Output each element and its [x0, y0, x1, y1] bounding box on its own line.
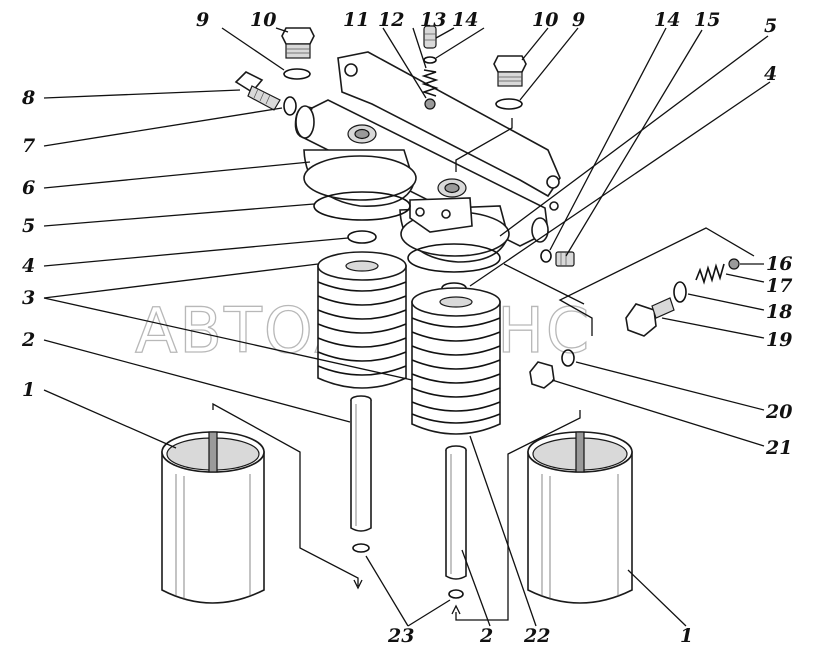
bypass-spring — [695, 263, 725, 285]
callout-7: 7 — [22, 135, 35, 157]
callout-21: 21 — [765, 437, 792, 459]
gasket-20 — [561, 349, 575, 367]
seal-ring-23-left — [352, 543, 370, 553]
valve-spring — [421, 69, 439, 97]
washer-9-right — [495, 98, 523, 110]
callout-23: 23 — [387, 625, 414, 647]
drain-plug-right — [493, 55, 527, 87]
callout-15: 15 — [694, 9, 720, 31]
callout-1-left: 1 — [22, 379, 35, 401]
callout-2-left: 2 — [21, 329, 35, 351]
callout-20: 20 — [765, 401, 792, 423]
filter-element-right — [411, 287, 501, 435]
seal-ring-14 — [540, 249, 552, 263]
callout-4-left: 4 — [22, 255, 35, 277]
adjusting-screw — [423, 25, 437, 49]
plug-19 — [625, 297, 675, 337]
callout-19: 19 — [766, 329, 792, 351]
center-tube-right — [445, 445, 467, 580]
callout-3: 3 — [22, 287, 35, 309]
callout-9-right: 9 — [572, 9, 585, 31]
union-bolt — [234, 71, 281, 111]
valve-ball — [424, 98, 436, 110]
callout-labels: 9 10 11 12 13 14 10 9 14 15 5 4 8 7 6 5 … — [21, 9, 792, 647]
leader-lines — [43, 27, 771, 627]
plug-15 — [555, 251, 575, 267]
callout-11: 11 — [343, 9, 369, 31]
callout-4-right: 4 — [764, 63, 777, 85]
seal-ring-left — [347, 230, 377, 244]
washer-9-left — [283, 68, 311, 80]
callout-17: 17 — [766, 275, 792, 297]
callout-6: 6 — [22, 177, 35, 199]
callout-9-left: 9 — [196, 9, 209, 31]
callout-8: 8 — [21, 87, 35, 109]
callout-22: 22 — [523, 625, 550, 647]
filter-element-left — [317, 251, 407, 389]
bypass-ball — [728, 258, 740, 270]
assembly-guide-lines — [212, 118, 755, 621]
callout-13: 13 — [420, 9, 446, 31]
center-tube-left — [350, 395, 372, 532]
callout-5-left: 5 — [22, 215, 35, 237]
callout-10-left: 10 — [250, 9, 276, 31]
gasket-18 — [673, 281, 687, 303]
filter-housing — [294, 51, 561, 263]
callout-2-bottom: 2 — [479, 625, 493, 647]
callout-5-right: 5 — [764, 15, 777, 37]
filter-can-left — [161, 431, 265, 604]
callout-12: 12 — [378, 9, 404, 31]
filter-can-right — [527, 431, 633, 604]
callout-16: 16 — [766, 253, 792, 275]
callout-1-right: 1 — [680, 625, 693, 647]
housing-gasket-left — [313, 191, 411, 221]
screw-seal-ring — [423, 56, 437, 64]
callout-18: 18 — [766, 301, 792, 323]
housing-gasket-right — [407, 243, 501, 273]
bolt-washer — [283, 96, 297, 116]
callout-14-top: 14 — [452, 9, 478, 31]
callout-10-right: 10 — [532, 9, 558, 31]
callout-14-right: 14 — [654, 9, 680, 31]
drain-plug-left — [281, 27, 315, 59]
seal-ring-23-right — [448, 589, 464, 599]
